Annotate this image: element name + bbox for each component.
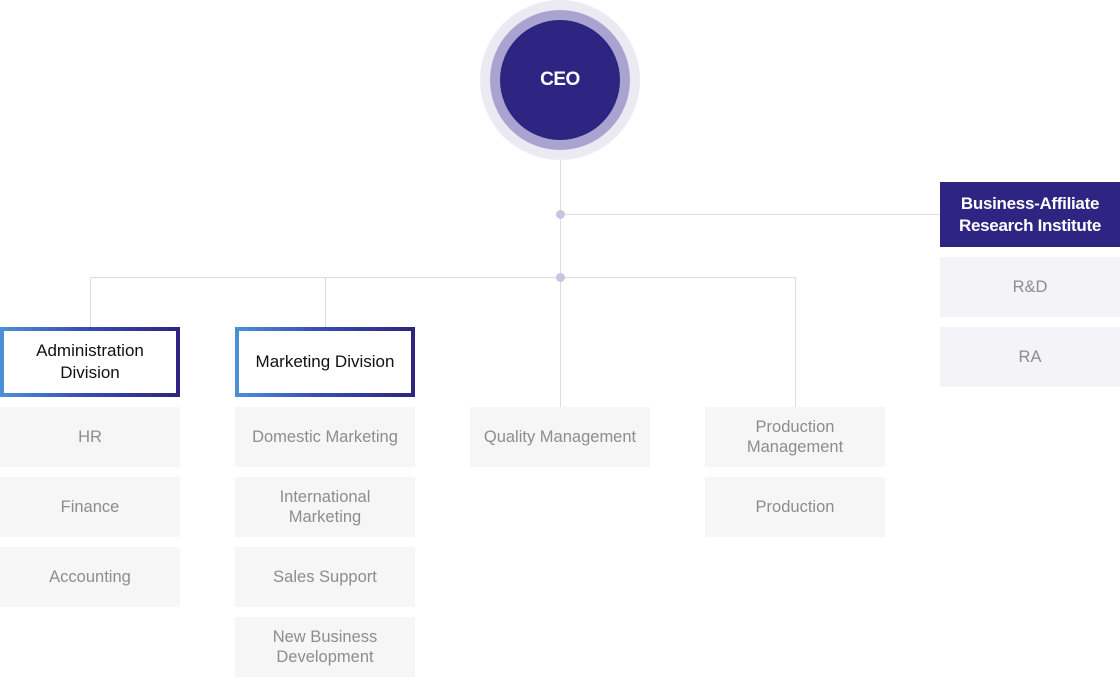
marketing-division-node: Marketing Division	[235, 327, 415, 397]
division-title: Marketing Division	[255, 352, 395, 371]
administration-division-node: Administration Division	[0, 327, 180, 397]
department-label: Accounting	[49, 568, 131, 586]
research-institute-title: Business-Affiliate Research Institute	[959, 193, 1101, 235]
department-ra: RA	[940, 327, 1120, 387]
department-quality-management: Quality Management	[470, 407, 650, 467]
department-label: Quality Management	[483, 428, 637, 446]
department-hr: HR	[0, 407, 180, 467]
department-label: HR	[78, 428, 102, 446]
department-label: Finance	[60, 498, 120, 516]
department-label: R&D	[1012, 278, 1048, 296]
institute-junction-dot	[556, 210, 565, 219]
department-accounting: Accounting	[0, 547, 180, 607]
department-production-management: Production Management	[705, 407, 885, 467]
department-domestic-marketing: Domestic Marketing	[235, 407, 415, 467]
ceo-label: CEO	[540, 69, 580, 90]
department-label: Production	[755, 498, 835, 516]
department-label: Domestic Marketing	[252, 428, 398, 446]
department-label: RA	[1018, 348, 1042, 366]
department-sales-support: Sales Support	[235, 547, 415, 607]
ceo-node: CEO	[500, 20, 620, 140]
research-institute-node: Business-Affiliate Research Institute	[940, 182, 1120, 247]
department-international-marketing: International Marketing	[235, 477, 415, 537]
department-label: New Business Development	[272, 628, 378, 666]
department-new-business-development: New Business Development	[235, 617, 415, 677]
department-rnd: R&D	[940, 257, 1120, 317]
divisions-junction-dot	[556, 273, 565, 282]
department-production: Production	[705, 477, 885, 537]
department-label: International Marketing	[279, 488, 371, 526]
division-title: Administration Division	[36, 341, 144, 382]
department-finance: Finance	[0, 477, 180, 537]
department-label: Sales Support	[273, 568, 377, 586]
department-label: Production Management	[746, 418, 844, 456]
